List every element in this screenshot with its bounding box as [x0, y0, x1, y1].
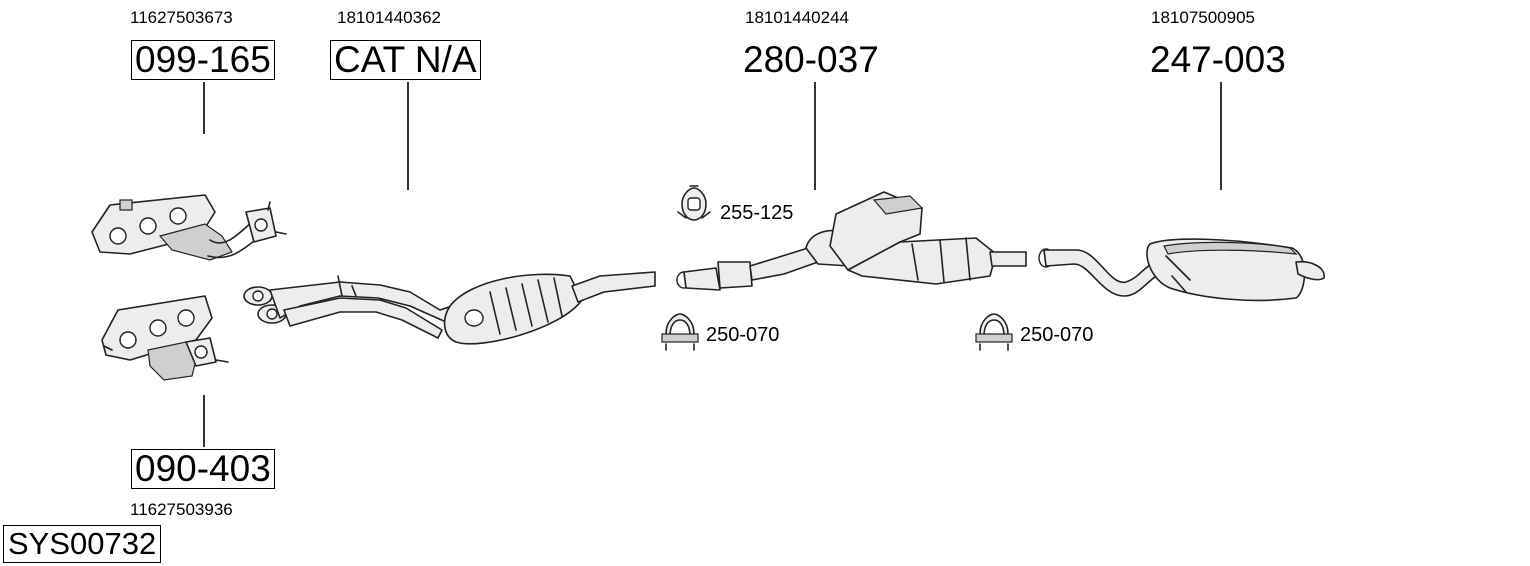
system-code: SYS00732	[3, 525, 162, 563]
oem-number: 11627503673	[130, 8, 233, 27]
oem-number: 18107500905	[1151, 8, 1256, 27]
accessory-label: 255-125	[720, 202, 794, 224]
part-number-label: 090-403	[131, 449, 275, 489]
lower-manifold-drawing	[101, 295, 229, 381]
clamp-icon-1	[661, 313, 699, 351]
accessory-label: 250-070	[706, 324, 780, 346]
rubber-hanger-icon	[677, 185, 711, 221]
part-number-label: CAT N/A	[330, 40, 481, 80]
part-number-label: 099-165	[131, 40, 275, 80]
part-number-label: 280-037	[743, 39, 879, 80]
oem-number: 18101440362	[337, 8, 442, 27]
middle-silencer-drawing	[676, 191, 1027, 291]
rear-silencer-drawing	[1038, 238, 1325, 302]
oem-number: 11627503936	[130, 500, 233, 519]
part-number-label: 247-003	[1150, 39, 1286, 80]
clamp-icon-2	[975, 313, 1013, 351]
upper-manifold-drawing	[91, 194, 287, 261]
accessory-label: 250-070	[1020, 324, 1094, 346]
front-pipe-cat-drawing	[243, 271, 656, 345]
oem-number: 18101440244	[745, 8, 850, 27]
